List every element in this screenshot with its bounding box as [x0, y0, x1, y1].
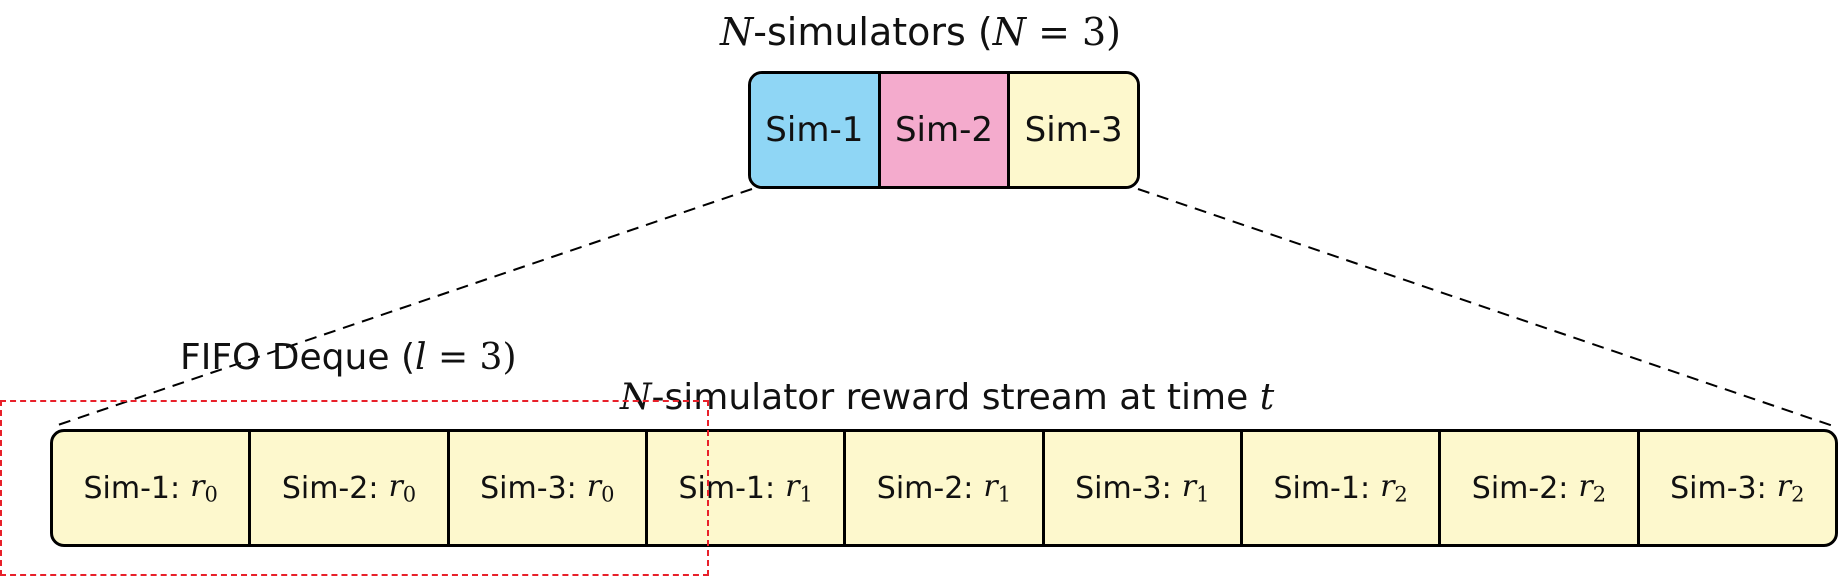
reward-cell-reward-group: r0: [190, 469, 218, 506]
fifo-label-text: FIFO Deque (: [180, 337, 415, 378]
reward-cell-reward-group: r2: [1380, 469, 1408, 506]
reward-cell-sim: Sim-2:: [281, 470, 379, 506]
reward-cell-index: 2: [1791, 482, 1805, 507]
reward-cell-reward: r: [1578, 469, 1593, 505]
reward-stream-cell: Sim-2:r0: [251, 432, 450, 544]
reward-cell-reward: r: [785, 469, 800, 505]
reward-stream-label: N-simulator reward stream at time t: [620, 375, 1420, 421]
reward-stream-cell: Sim-2:r1: [846, 432, 1045, 544]
reward-cell-index: 1: [799, 482, 813, 507]
reward-cell-index: 0: [601, 482, 615, 507]
reward-cell-reward: r: [190, 469, 205, 505]
reward-cell-reward-group: r1: [1182, 469, 1210, 506]
fifo-label-var: l: [414, 337, 427, 378]
simulators-title-text: -simulators (: [753, 10, 993, 54]
reward-cell-reward: r: [1776, 469, 1792, 505]
simulator-cell-1: Sim-1: [751, 74, 881, 186]
reward-cell-reward-group: r1: [785, 469, 813, 506]
reward-cell-reward-group: r0: [587, 469, 615, 506]
fifo-deque-window: [0, 400, 709, 576]
fifo-label-eq: = 3): [426, 337, 517, 378]
reward-stream-cell: Sim-2:r2: [1441, 432, 1640, 544]
reward-cell-index: 2: [1394, 482, 1408, 507]
reward-cell-sim: Sim-2:: [1471, 470, 1569, 506]
reward-stream-cell: Sim-1:r1: [648, 432, 847, 544]
reward-cell-index: 0: [402, 482, 417, 507]
reward-cell-reward-group: r0: [388, 469, 416, 506]
reward-stream-cell: Sim-3:r0: [450, 432, 648, 544]
reward-cell-sim: Sim-3:: [1075, 470, 1172, 506]
simulator-cell-label: Sim-3: [1024, 110, 1123, 150]
right-expansion-line: [1137, 188, 1837, 428]
reward-cell-reward: r: [1380, 469, 1395, 505]
stream-label-text: -simulator reward stream at time: [651, 377, 1260, 418]
reward-cell-sim: Sim-1:: [83, 470, 181, 506]
reward-stream-cell: Sim-3:r1: [1045, 432, 1243, 544]
reward-cell-reward-group: r2: [1777, 469, 1805, 506]
reward-stream-cell: Sim-1:r2: [1243, 432, 1442, 544]
reward-cell-sim: Sim-3:: [1670, 470, 1767, 506]
reward-cell-reward: r: [1181, 469, 1197, 505]
reward-cell-reward-group: r1: [983, 469, 1011, 506]
simulator-cell-label: Sim-2: [894, 110, 994, 150]
simulators-title: N-simulators (N = 3): [0, 8, 1841, 56]
simulators-title-var: N: [720, 10, 754, 54]
stream-label-var: N: [620, 377, 652, 418]
reward-cell-sim: Sim-2:: [876, 470, 974, 506]
simulators-title-count-eq: = 3): [1026, 10, 1121, 54]
reward-cell-reward: r: [388, 469, 403, 505]
simulators-title-count-var: N: [992, 10, 1026, 54]
reward-cell-reward: r: [586, 469, 602, 505]
reward-cell-reward-group: r2: [1578, 469, 1606, 506]
fifo-deque-label: FIFO Deque (l = 3): [180, 335, 517, 381]
stream-label-time: t: [1259, 377, 1275, 418]
reward-cell-index: 1: [997, 482, 1012, 507]
left-expansion-line: [51, 188, 753, 428]
reward-cell-index: 2: [1592, 482, 1607, 507]
reward-cell-index: 1: [1196, 482, 1210, 507]
reward-cell-sim: Sim-1:: [1273, 470, 1371, 506]
reward-cell-index: 0: [204, 482, 218, 507]
simulators-box: Sim-1 Sim-2 Sim-3: [748, 71, 1140, 189]
reward-stream-cell: Sim-1:r0: [53, 432, 252, 544]
reward-cell-sim: Sim-3:: [480, 470, 577, 506]
reward-stream-cell: Sim-3:r2: [1640, 432, 1835, 544]
simulator-cell-2: Sim-2: [880, 74, 1011, 186]
reward-cell-sim: Sim-1:: [678, 470, 776, 506]
simulator-cell-3: Sim-3: [1010, 74, 1137, 186]
reward-cell-reward: r: [983, 469, 998, 505]
simulator-cell-label: Sim-1: [765, 110, 864, 150]
